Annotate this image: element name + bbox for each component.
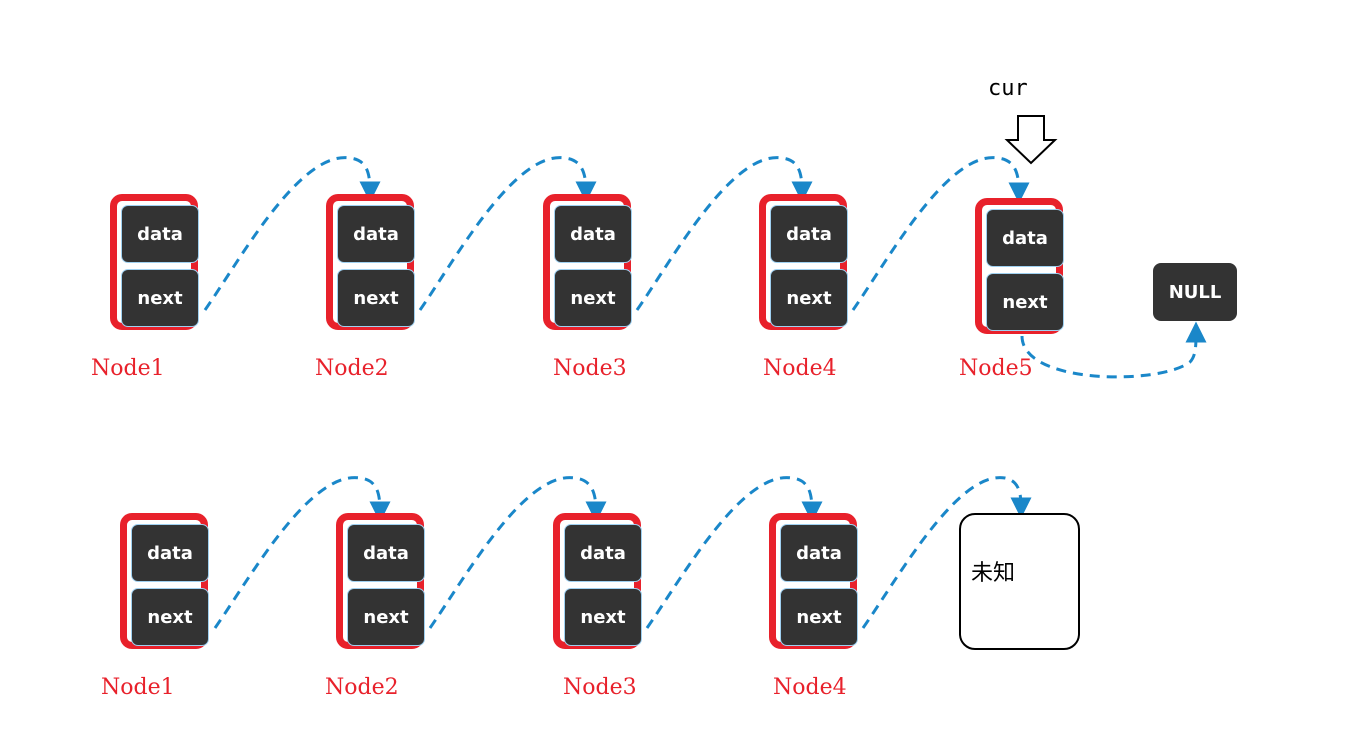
data-cell: data <box>121 205 199 263</box>
link-arrow-top-5-null <box>1020 321 1207 379</box>
link-arrow-bottom-3-4 <box>645 476 823 629</box>
top-node-label-3: Node3 <box>553 356 627 381</box>
link-arrow-top-1-2 <box>203 156 381 311</box>
top-node-3: data next <box>543 194 632 330</box>
unknown-node: 未知 <box>959 513 1080 650</box>
null-node: NULL <box>1153 263 1237 321</box>
bottom-node-label-4: Node4 <box>773 675 847 700</box>
unknown-node-label: 未知 <box>971 561 1016 586</box>
bottom-node-1: data next <box>120 513 209 649</box>
bottom-node-2: data next <box>336 513 425 649</box>
next-cell: next <box>131 588 209 646</box>
data-cell: data <box>564 524 642 582</box>
top-node-label-1: Node1 <box>91 356 165 381</box>
next-cell: next <box>770 269 848 327</box>
link-arrow-top-4-5 <box>851 156 1030 311</box>
top-node-2: data next <box>326 194 415 330</box>
next-cell: next <box>986 273 1064 331</box>
top-node-label-5: Node5 <box>959 356 1033 381</box>
cur-arrow-icon <box>1004 115 1058 165</box>
data-cell: data <box>770 205 848 263</box>
link-arrow-top-3-4 <box>635 156 813 311</box>
data-cell: data <box>780 524 858 582</box>
next-cell: next <box>347 588 425 646</box>
next-cell: next <box>121 269 199 327</box>
bottom-node-label-1: Node1 <box>101 675 175 700</box>
next-cell: next <box>564 588 642 646</box>
top-node-label-4: Node4 <box>763 356 837 381</box>
link-arrow-bottom-1-2 <box>213 476 391 629</box>
next-cell: next <box>554 269 632 327</box>
top-node-1: data next <box>110 194 199 330</box>
link-arrow-bottom-2-3 <box>428 476 607 629</box>
bottom-node-3: data next <box>553 513 642 649</box>
top-node-4: data next <box>759 194 848 330</box>
bottom-node-4: data next <box>769 513 858 649</box>
next-cell: next <box>337 269 415 327</box>
next-cell: next <box>780 588 858 646</box>
top-node-5: data next <box>975 198 1064 334</box>
data-cell: data <box>347 524 425 582</box>
data-cell: data <box>554 205 632 263</box>
top-node-label-2: Node2 <box>315 356 389 381</box>
data-cell: data <box>986 209 1064 267</box>
bottom-node-label-2: Node2 <box>325 675 399 700</box>
cur-pointer-label: cur <box>988 76 1028 101</box>
bottom-node-label-3: Node3 <box>563 675 637 700</box>
data-cell: data <box>131 524 209 582</box>
data-cell: data <box>337 205 415 263</box>
link-arrow-top-2-3 <box>418 156 597 311</box>
